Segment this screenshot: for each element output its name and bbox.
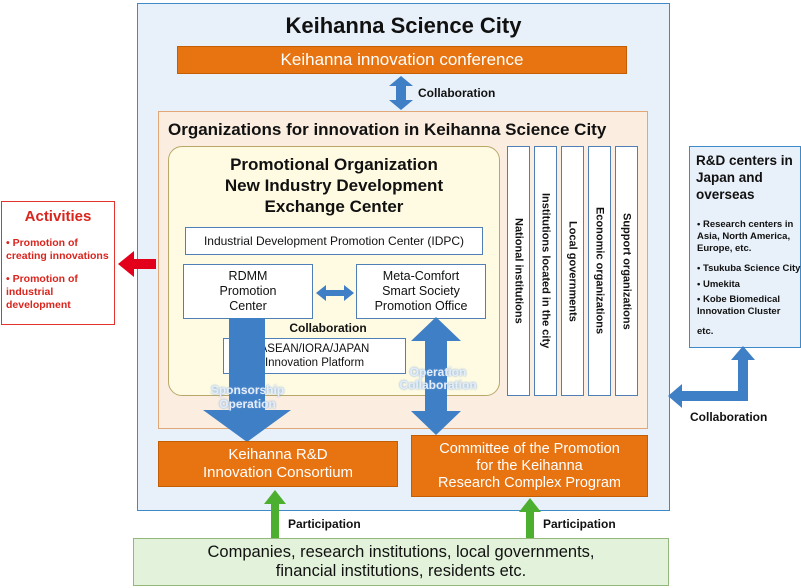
promo-title-line: New Industry Development (224, 175, 444, 195)
sponsorship-line: Sponsorship (210, 383, 285, 397)
rdmm-meta-double-arrow-icon (316, 285, 354, 301)
rd-center-item: • Tsukuba Science City (697, 263, 801, 274)
rdmm-line: RDMM (228, 269, 268, 283)
meta-comfort-office-box: Meta-Comfort Smart Society Promotion Off… (356, 264, 486, 319)
collaboration-label-right: Collaboration (690, 410, 768, 424)
sponsorship-line: Operation (219, 397, 276, 411)
activities-box (1, 201, 115, 325)
city-title: Keihanna Science City (285, 13, 522, 38)
rd-centers-title: R&D centers in Japan and overseas (696, 153, 793, 202)
vertical-label: Support organizations (620, 212, 633, 330)
participation-up-arrow-right-icon (519, 498, 541, 538)
promo-title-line: Promotional Organization (230, 154, 438, 174)
consortium-line: Keihanna R&D (228, 446, 328, 463)
operation-line: Operation (409, 365, 467, 379)
activity-item: • Promotion of industrial development (6, 273, 78, 311)
meta-line: Smart Society (382, 284, 460, 298)
activities-left-arrow-icon (118, 251, 156, 277)
vertical-box-support-organizations: Support organizations (615, 146, 638, 396)
rd-center-item: • Research centers in Asia, North Americ… (697, 219, 794, 254)
promo-title-line: Exchange Center (264, 196, 404, 216)
collaboration-label-inner: Collaboration (289, 321, 367, 335)
asean-line: ASEAN/IORA/JAPAN (259, 343, 370, 355)
operation-line: Collaboration (399, 378, 477, 392)
rdmm-promotion-center-box: RDMM Promotion Center (183, 264, 313, 319)
organizations-title: Organizations for innovation in Keihanna… (168, 120, 607, 139)
rdmm-line: Promotion (219, 284, 277, 298)
vertical-label: National institutions (512, 218, 525, 324)
innovation-consortium-box: Keihanna R&D Innovation Consortium (158, 441, 398, 487)
collaboration-label-top: Collaboration (418, 86, 496, 100)
committee-line: Committee of the Promotion (439, 440, 620, 457)
vertical-box-institutions-in-city: Institutions located in the city (534, 146, 557, 396)
sponsorship-down-arrow-icon (203, 318, 291, 442)
vertical-label: Institutions located in the city (539, 193, 552, 349)
companies-institutions-box: Companies, research institutions, local … (133, 538, 669, 586)
sponsorship-operation-label: Sponsorship Operation (190, 383, 305, 411)
participation-up-arrow-left-icon (264, 490, 286, 538)
vertical-box-local-governments: Local governments (561, 146, 584, 396)
committee-line: for the Keihanna (476, 457, 583, 474)
rd-center-item: • Kobe Biomedical Innovation Cluster (697, 294, 781, 317)
activity-item: • Promotion of creating innovations (6, 237, 109, 262)
operation-double-arrow-icon (411, 317, 461, 435)
promotional-organization-title: Promotional Organization New Industry De… (168, 150, 500, 220)
vertical-box-economic-organizations: Economic organizations (588, 146, 611, 396)
activities-title: Activities (24, 207, 92, 225)
idpc-box: Industrial Development Promotion Center … (185, 227, 483, 255)
asean-line: Innovation Platform (264, 357, 365, 369)
rd-centers-box (689, 146, 801, 348)
companies-line: financial institutions, residents etc. (275, 562, 527, 580)
participation-label-left: Participation (288, 517, 361, 531)
vertical-box-national-institutions: National institutions (507, 146, 530, 396)
vertical-label: Economic organizations (593, 207, 606, 335)
vertical-label: Local governments (566, 220, 579, 322)
meta-line: Promotion Office (374, 299, 468, 313)
innovation-conference-box: Keihanna innovation conference (177, 46, 627, 74)
rdmm-line: Center (229, 299, 267, 313)
meta-line: Meta-Comfort (382, 269, 460, 283)
rd-collaboration-elbow-arrow-icon (668, 346, 755, 408)
rd-center-item: etc. (697, 326, 714, 337)
companies-line: Companies, research institutions, local … (207, 543, 595, 561)
operation-collaboration-label: Operation Collaboration (388, 366, 488, 392)
collaboration-double-arrow-icon (389, 76, 413, 110)
rd-center-item: • Umekita (697, 279, 740, 290)
consortium-line: Innovation Consortium (202, 464, 354, 481)
promotion-committee-box: Committee of the Promotion for the Keiha… (411, 435, 648, 497)
participation-label-right: Participation (543, 517, 616, 531)
committee-line: Research Complex Program (438, 474, 621, 491)
